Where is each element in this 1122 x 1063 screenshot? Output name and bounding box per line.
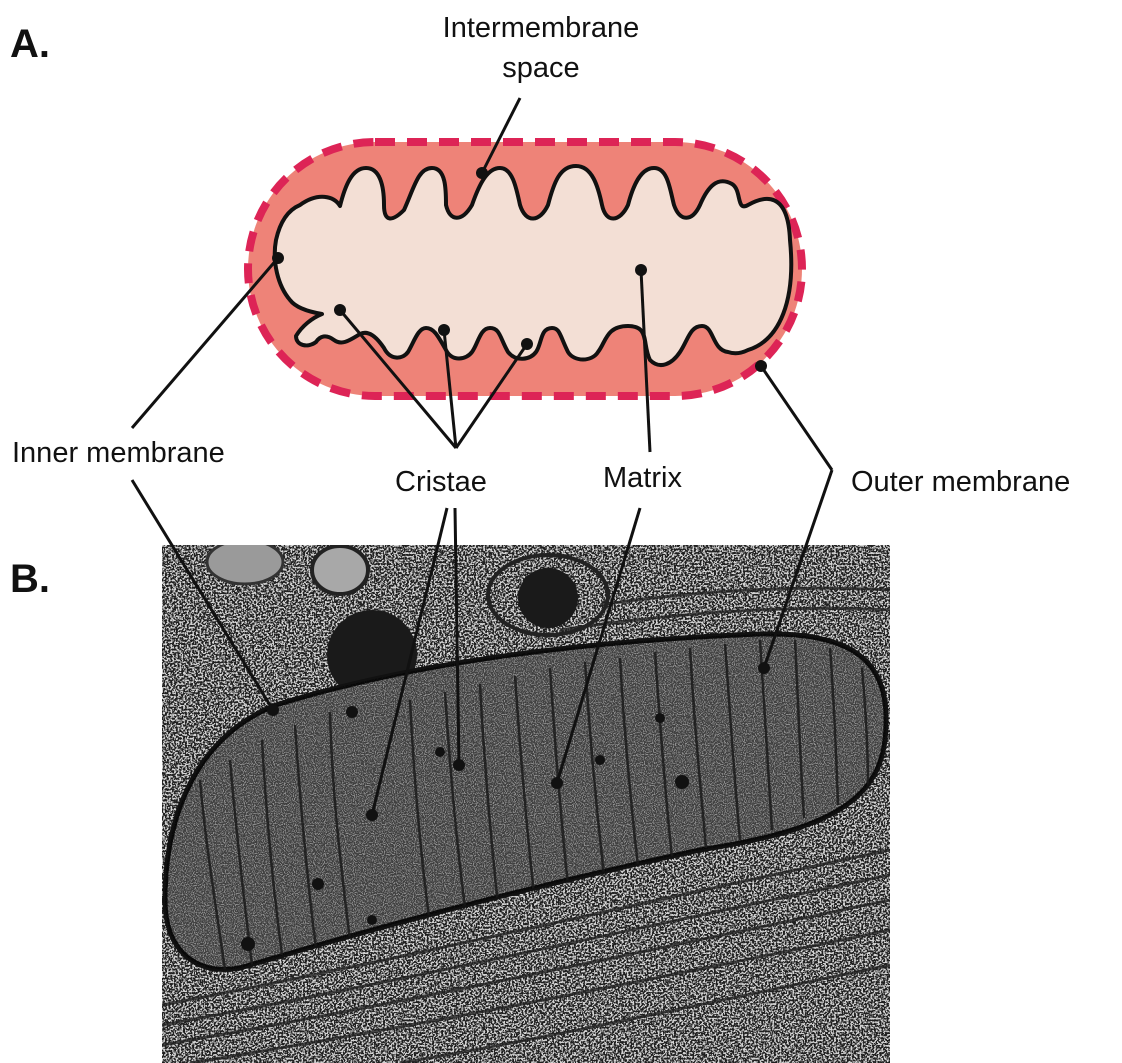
dot-matrix-b [551, 777, 563, 789]
dot-inner-membrane-b [267, 704, 279, 716]
dot-matrix-a [635, 264, 647, 276]
dot-cristae-b1 [366, 809, 378, 821]
dot-outer-membrane-a [755, 360, 767, 372]
panel-a-letter: A. [10, 22, 50, 66]
panel-b-letter: B. [10, 557, 50, 601]
label-inner-membrane: Inner membrane [12, 437, 225, 469]
dot-cristae-a3 [521, 338, 533, 350]
label-matrix: Matrix [603, 462, 682, 494]
dot-cristae-a2 [438, 324, 450, 336]
leader-inner-membrane-a [132, 258, 278, 428]
dot-intermembrane [476, 167, 488, 179]
dot-cristae-a1 [334, 304, 346, 316]
label-outer-membrane: Outer membrane [851, 466, 1070, 498]
leader-outer-membrane-a [761, 366, 832, 470]
dot-cristae-b2 [453, 759, 465, 771]
dot-inner-membrane-a [272, 252, 284, 264]
label-intermembrane-line2: space [502, 52, 579, 84]
dot-outer-membrane-b [758, 662, 770, 674]
label-cristae: Cristae [395, 466, 487, 498]
label-intermembrane-line1: Intermembrane [443, 12, 640, 44]
